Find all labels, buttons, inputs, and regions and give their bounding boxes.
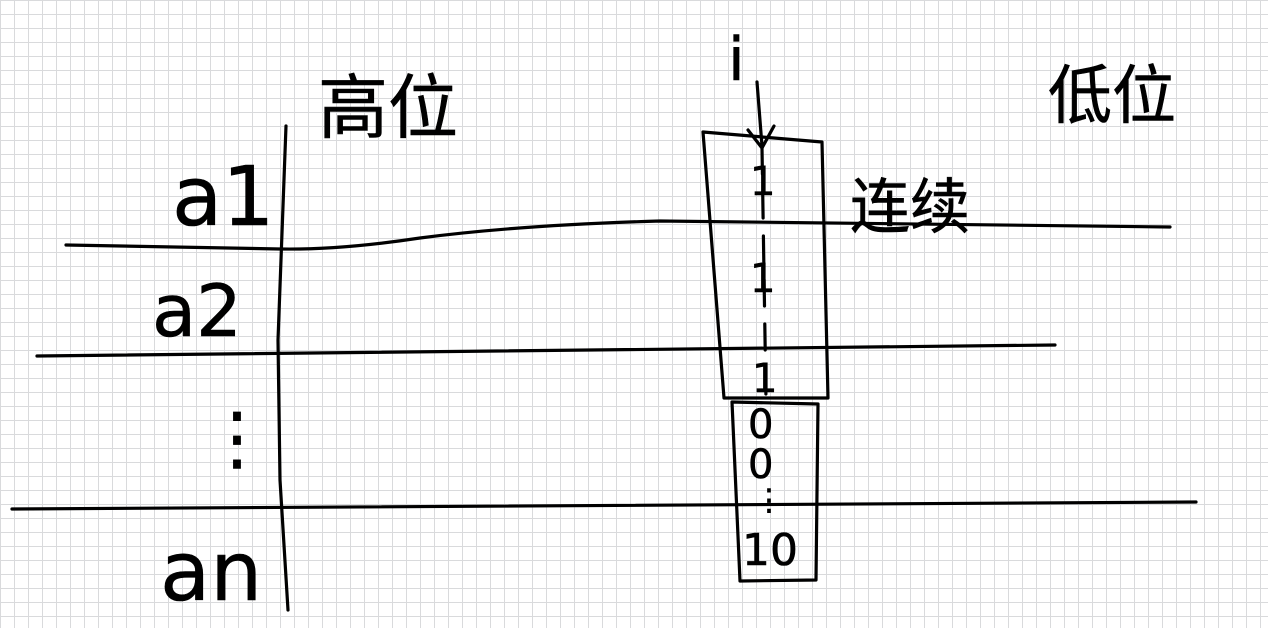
digit-one-1: 1 — [750, 159, 775, 205]
digit-zero-2: 0 — [748, 442, 773, 488]
digit-zero-1: 0 — [748, 402, 773, 448]
row-label-ellipsis: ⋮ — [202, 397, 272, 479]
upper-box — [701, 130, 830, 400]
row-label-an: an — [160, 525, 262, 620]
row-separators — [10, 219, 1198, 511]
row-labels: a1 a2 ⋮ an — [152, 150, 275, 621]
high-bits-label: 高位 — [318, 67, 458, 149]
vertical-divider — [276, 124, 290, 612]
digit-ellipsis: ⋮ — [754, 483, 784, 518]
contiguous-label: 连续 — [850, 173, 970, 243]
header-labels: 高位 低位 i 连续 — [318, 25, 1177, 244]
bit-digits: 1 1 1 0 0 ⋮ 10 — [742, 159, 799, 577]
digit-one-3: 1 — [752, 356, 777, 402]
low-bits-label: 低位 — [1048, 60, 1176, 134]
index-i-label: i — [728, 25, 745, 95]
row-label-a1: a1 — [172, 150, 274, 245]
lower-box — [730, 400, 820, 583]
row-line-1 — [64, 219, 1172, 251]
digit-one-2: 1 — [750, 256, 775, 302]
row-label-a2: a2 — [152, 269, 242, 353]
bit-column — [701, 130, 830, 583]
row-line-3 — [10, 500, 1198, 511]
digit-ten: 10 — [742, 525, 798, 576]
row-line-2 — [35, 343, 1057, 358]
